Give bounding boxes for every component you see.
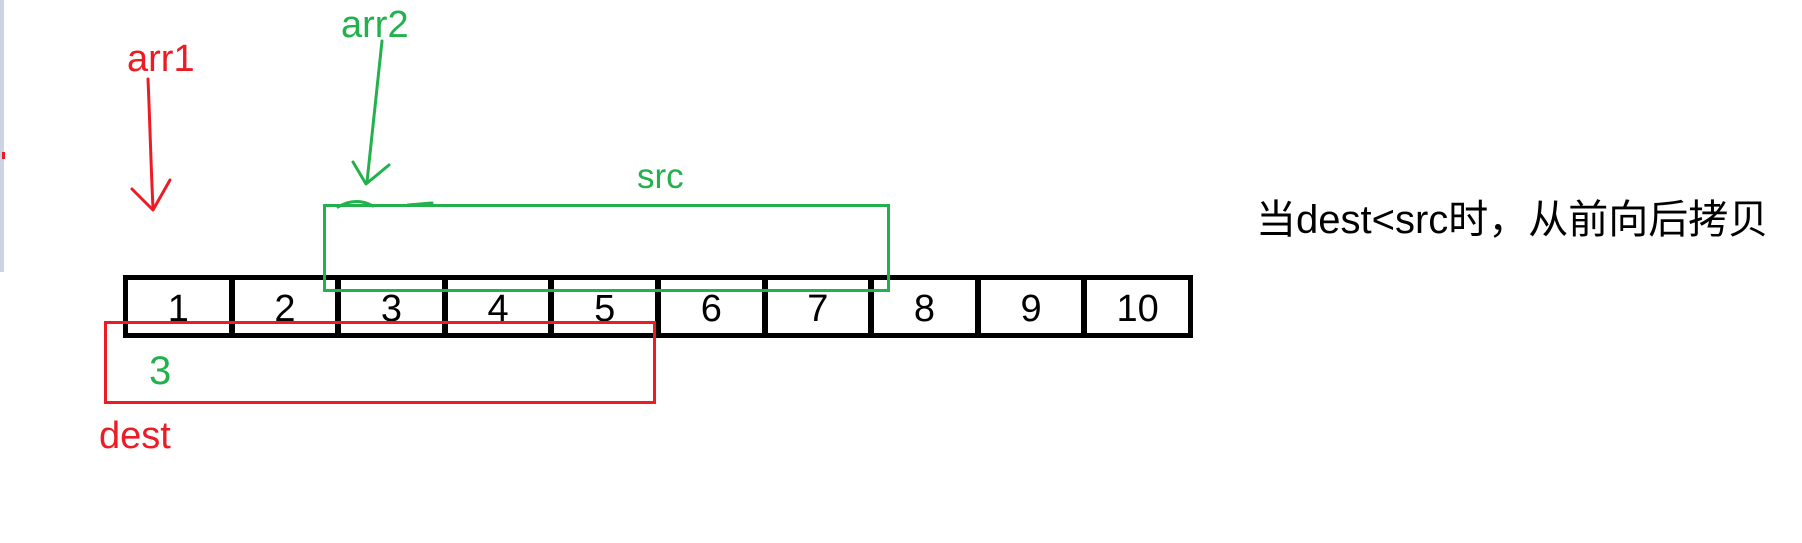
array-cell-2: 2: [228, 280, 336, 333]
array-cell-9: 9: [974, 280, 1082, 333]
array-cell-7: 7: [761, 280, 869, 333]
array-cell-10: 10: [1081, 280, 1188, 333]
array-cell-4: 4: [441, 280, 549, 333]
note-text: 当dest<src时，从前向后拷贝: [1256, 198, 1769, 242]
left-edge-artifact: [0, 0, 4, 272]
array-cell-3: 3: [335, 280, 442, 333]
array-row: 1 2 3 4 5 6 7 8 9 10: [123, 275, 1193, 338]
src-range-box: [323, 204, 890, 292]
arr2-arrowhead-icon: [351, 160, 391, 186]
src-label: src: [637, 157, 684, 196]
dest-label: dest: [99, 415, 171, 457]
arr2-label: arr2: [341, 4, 409, 46]
arr1-arrowhead-icon: [130, 178, 172, 212]
array-cell-6: 6: [654, 280, 762, 333]
array-cell-1: 1: [167, 287, 189, 330]
dest-offset-label: 3: [149, 349, 172, 393]
arr1-label: arr1: [127, 38, 195, 80]
dest-range-box: [104, 321, 656, 404]
red-dash-artifact: [2, 152, 5, 159]
arr2-arrow-icon: [365, 39, 384, 184]
array-cell-5: 5: [548, 280, 655, 333]
array-cell-8: 8: [868, 280, 975, 333]
arr1-arrow-icon: [146, 77, 155, 210]
